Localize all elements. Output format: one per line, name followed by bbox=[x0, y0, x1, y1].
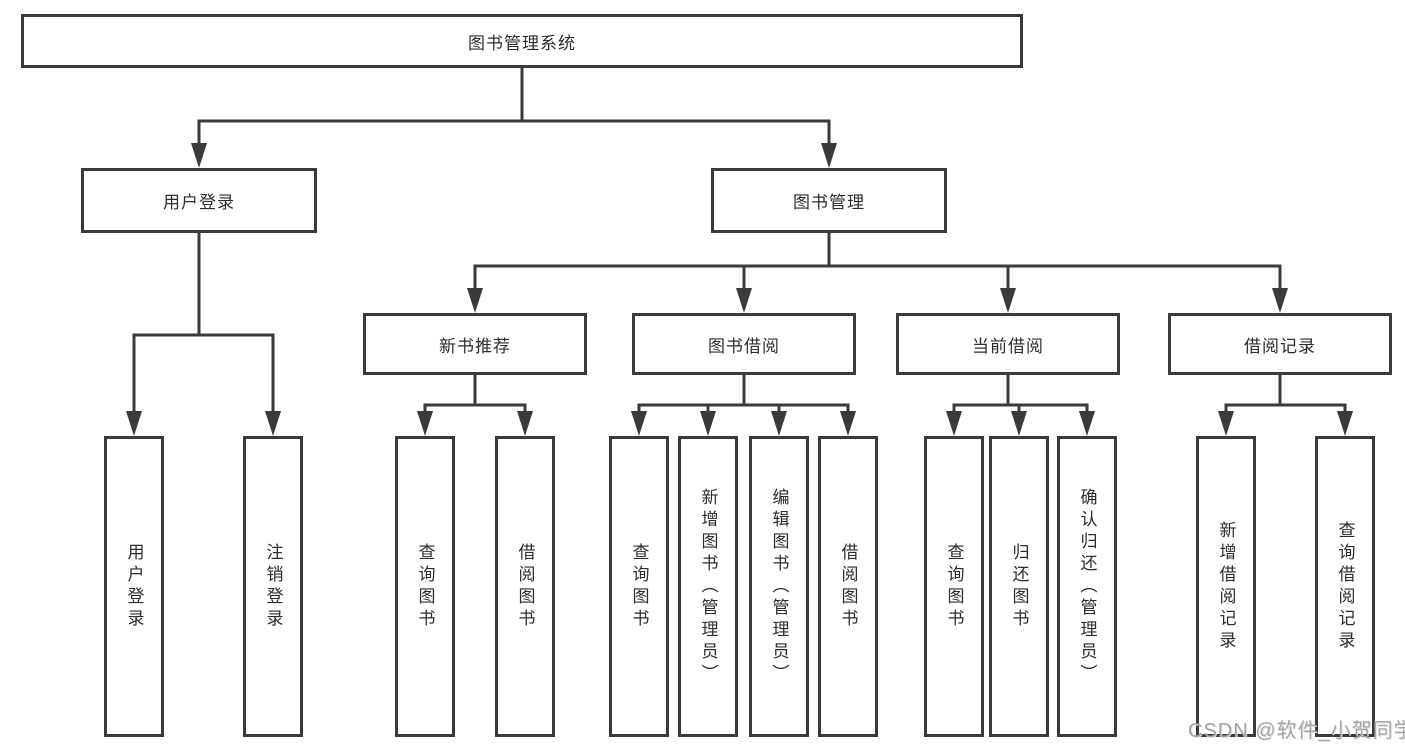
leaf-bb-add-book-admin-label: 新增图书（管理员） bbox=[698, 487, 718, 686]
node-user-login: 用户登录 bbox=[81, 168, 317, 233]
leaf-br-query-record-label: 查询借阅记录 bbox=[1335, 520, 1355, 653]
leaf-user-login: 用户登录 bbox=[104, 436, 164, 737]
leaf-logout-label: 注销登录 bbox=[263, 542, 283, 631]
leaf-logout: 注销登录 bbox=[243, 436, 303, 737]
leaf-cb-return-book: 归还图书 bbox=[989, 436, 1049, 737]
node-borrow-record: 借阅记录 bbox=[1168, 313, 1392, 375]
leaf-cb-confirm-return-admin-label: 确认归还（管理员） bbox=[1077, 487, 1097, 686]
leaf-nb-borrow-book-label: 借阅图书 bbox=[515, 542, 535, 631]
leaf-bb-add-book-admin: 新增图书（管理员） bbox=[678, 436, 738, 737]
leaf-bb-borrow-book-label: 借阅图书 bbox=[838, 542, 858, 631]
leaf-bb-query-book-label: 查询图书 bbox=[629, 542, 649, 631]
leaf-nb-query-book: 查询图书 bbox=[395, 436, 455, 737]
leaf-bb-edit-book-admin-label: 编辑图书（管理员） bbox=[769, 487, 789, 686]
leaf-nb-borrow-book: 借阅图书 bbox=[495, 436, 555, 737]
node-book-management: 图书管理 bbox=[711, 168, 947, 233]
leaf-bb-borrow-book: 借阅图书 bbox=[818, 436, 878, 737]
node-book-borrow: 图书借阅 bbox=[632, 313, 856, 375]
csdn-watermark: CSDN @软件_小贺同学 bbox=[1188, 720, 1405, 742]
node-root: 图书管理系统 bbox=[21, 14, 1023, 68]
leaf-bb-query-book: 查询图书 bbox=[609, 436, 669, 737]
leaf-user-login-label: 用户登录 bbox=[124, 542, 144, 631]
leaf-bb-edit-book-admin: 编辑图书（管理员） bbox=[749, 436, 809, 737]
leaf-cb-return-book-label: 归还图书 bbox=[1009, 542, 1029, 631]
leaf-cb-query-book: 查询图书 bbox=[924, 436, 984, 737]
node-current-borrow: 当前借阅 bbox=[896, 313, 1120, 375]
leaf-br-add-record-label: 新增借阅记录 bbox=[1216, 520, 1236, 653]
leaf-cb-query-book-label: 查询图书 bbox=[944, 542, 964, 631]
leaf-br-add-record: 新增借阅记录 bbox=[1196, 436, 1256, 737]
node-new-book-recommend: 新书推荐 bbox=[363, 313, 587, 375]
leaf-nb-query-book-label: 查询图书 bbox=[415, 542, 435, 631]
leaf-cb-confirm-return-admin: 确认归还（管理员） bbox=[1057, 436, 1117, 737]
leaf-br-query-record: 查询借阅记录 bbox=[1315, 436, 1375, 737]
